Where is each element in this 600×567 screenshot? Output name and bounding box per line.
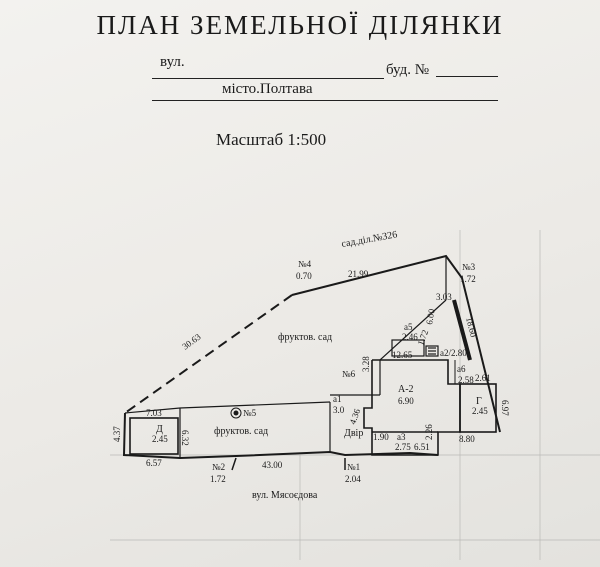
label-a1-name: а1 [333,394,342,404]
building-a2 [363,359,461,456]
dim-left-top: 7.03 [146,408,162,418]
street-name-label: вул. Мясоєдова [252,490,318,501]
building-d-name: Д [156,424,163,435]
building-g-value: 2.45 [472,406,488,416]
dim-inner-d: 2.58 [458,375,474,385]
dim-bottom-mid-b: 6.51 [414,442,430,452]
city-label: місто.Полтава [222,81,313,97]
orchard-lower-label: фруктов. сад [214,426,268,437]
dim-bottom-mid-d: 1.90 [373,432,389,442]
point-2-name: №2 [212,462,225,472]
dim-diagonal: 30.63 [180,331,203,351]
plan-labels: сад.діл.№326 вул. Мясоєдова фруктов. сад… [112,229,510,501]
inner-lines [124,256,447,458]
label-a3: а3 [397,432,406,442]
city-underline [152,100,498,101]
point-3-value: 1.72 [460,274,476,284]
building-a2-name: А-2 [398,384,414,395]
orchard-upper-label: фруктов. сад [278,332,332,343]
building-number-underline [436,76,498,77]
point-markers [230,407,346,471]
label-a1-value: 3.0 [333,405,345,415]
dim-stairs-b: 3.28 [361,356,371,372]
annex-a5 [391,339,439,357]
building-a2-value: 6.90 [398,396,414,406]
neighbor-plot-label: сад.діл.№326 [341,229,399,250]
building-d [129,417,179,455]
building-g [459,383,497,433]
dim-inner-c: 12.65 [392,350,413,360]
scale-label: Масштаб 1:500 [216,130,327,149]
dim-inner-b: 6.00 [424,308,437,326]
document-title: ПЛАН ЗЕМЕЛЬНОЇ ДІЛЯНКИ [96,10,504,40]
building-number-label: буд. № [386,62,430,78]
dim-left-bottom: 6.57 [146,458,162,468]
building-g-name: Г [476,396,482,407]
dim-left-side: 4.37 [112,426,122,442]
label-a2-tag: а2/2.80 [440,348,467,358]
label-a5-name: а5 [404,322,413,332]
point-2-value: 1.72 [210,474,226,484]
point-3-name: №3 [462,262,476,272]
building-d-value: 2.45 [152,434,168,444]
dim-top-edge: 21.99 [348,269,369,279]
point-4-name: №4 [298,259,312,269]
dim-right-edge: 18.60 [464,316,479,339]
point-1-value: 2.04 [345,474,361,484]
street-label: вул. [160,54,185,70]
dim-bottom-edge: 43.00 [262,460,283,470]
street-underline [152,78,384,79]
parcel-boundary [122,254,501,460]
dim-g-bottom: 8.80 [459,434,475,444]
yard-label: Двір [344,428,363,439]
dim-inner-e: 2.61 [475,373,491,383]
label-a5-value: 2.46 [402,332,418,342]
point-6-name: №6 [342,369,356,379]
hatched-wall [452,299,472,361]
dim-inner-a: 3.03 [436,292,452,302]
dim-stairs-a: 4.36 [347,407,362,426]
dim-bottom-mid-a: 2.75 [395,442,411,452]
dim-d-side: 6.32 [180,430,190,446]
dim-right-short: 6.97 [500,400,510,416]
point-1-name: №1 [347,462,360,472]
point-4-value: 0.70 [296,271,312,281]
dim-bottom-mid-c: 2.26 [424,424,434,440]
label-a6: а6 [457,364,466,374]
point-5-name: №5 [243,408,257,418]
